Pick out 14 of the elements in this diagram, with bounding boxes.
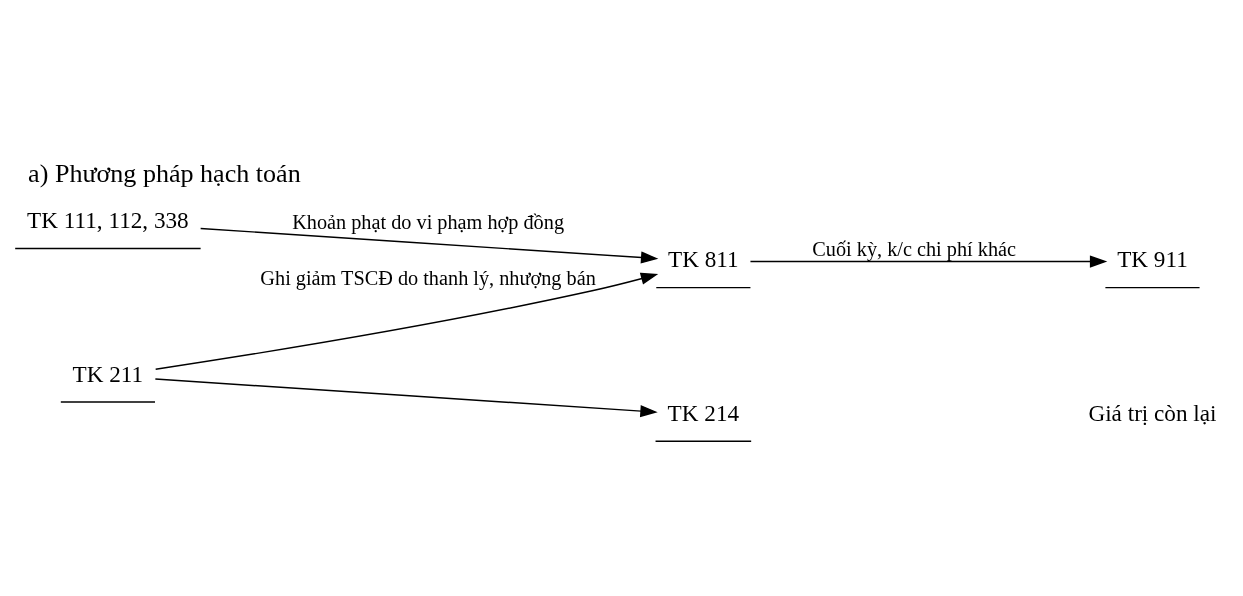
node-text: TK 911 xyxy=(1117,245,1188,272)
node-text: TK 211 xyxy=(72,360,144,387)
node-text: TK 811 xyxy=(668,245,739,272)
arrow xyxy=(154,377,658,417)
arrow xyxy=(749,254,1108,268)
arrow xyxy=(199,227,659,264)
edge-label: Cuối kỳ, k/c chi phí khác xyxy=(812,237,1017,260)
node-text: TK 214 xyxy=(667,399,740,426)
arrow xyxy=(154,272,659,370)
edge-label: Ghi giảm TSCĐ do thanh lý, nhượng bán xyxy=(260,266,596,289)
edge-label: Khoản phạt do vi phạm hợp đồng xyxy=(292,210,565,233)
diagram-title: a) Phương pháp hạch toán xyxy=(28,158,301,188)
node-text: TK 111, 112, 338 xyxy=(27,206,189,233)
label: Giá trị còn lại xyxy=(1088,399,1217,426)
